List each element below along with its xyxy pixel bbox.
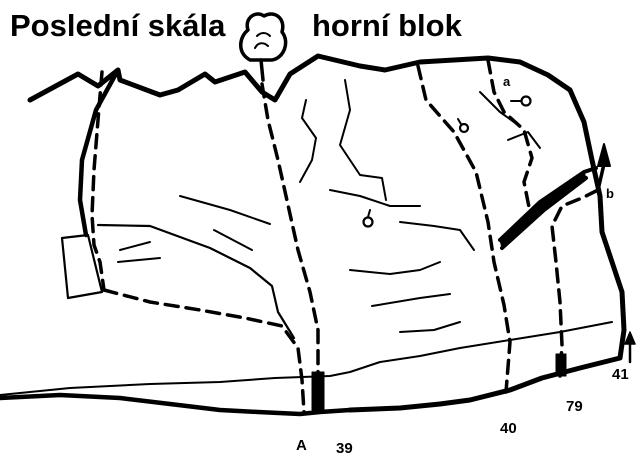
route-b	[552, 190, 598, 376]
route-39	[262, 84, 318, 412]
slab-crack	[118, 242, 160, 262]
start-marker-79	[556, 354, 566, 376]
rock-outline	[30, 56, 624, 410]
label-route-39: 39	[336, 440, 353, 457]
label-route-41: 41	[612, 366, 629, 383]
arete-fill	[500, 172, 586, 248]
label-route-40: 40	[500, 420, 517, 437]
start-marker-39	[312, 372, 324, 410]
face-ledge-3	[372, 294, 460, 332]
ground-line	[0, 395, 350, 414]
ring-marker-a	[511, 97, 531, 106]
label-a: a	[503, 74, 510, 89]
face-ledge-1	[330, 190, 474, 250]
corner-crack	[300, 100, 316, 182]
roof-edge	[340, 80, 386, 200]
ring-marker-top	[458, 119, 468, 132]
route-41-arrow-icon	[625, 332, 635, 362]
title-left: Poslední skála	[10, 8, 225, 44]
route-traverse	[104, 290, 304, 412]
label-b: b	[606, 186, 614, 201]
label-route-79: 79	[566, 398, 583, 415]
ring-marker-center	[364, 210, 373, 227]
title-right: horní blok	[312, 8, 462, 44]
flake-slab	[62, 235, 102, 298]
face-ledge-2	[350, 262, 440, 274]
label-start-A: A	[296, 437, 307, 454]
tree-icon	[241, 14, 286, 80]
traverse-ledge	[98, 225, 294, 338]
route-b-top	[598, 164, 604, 190]
